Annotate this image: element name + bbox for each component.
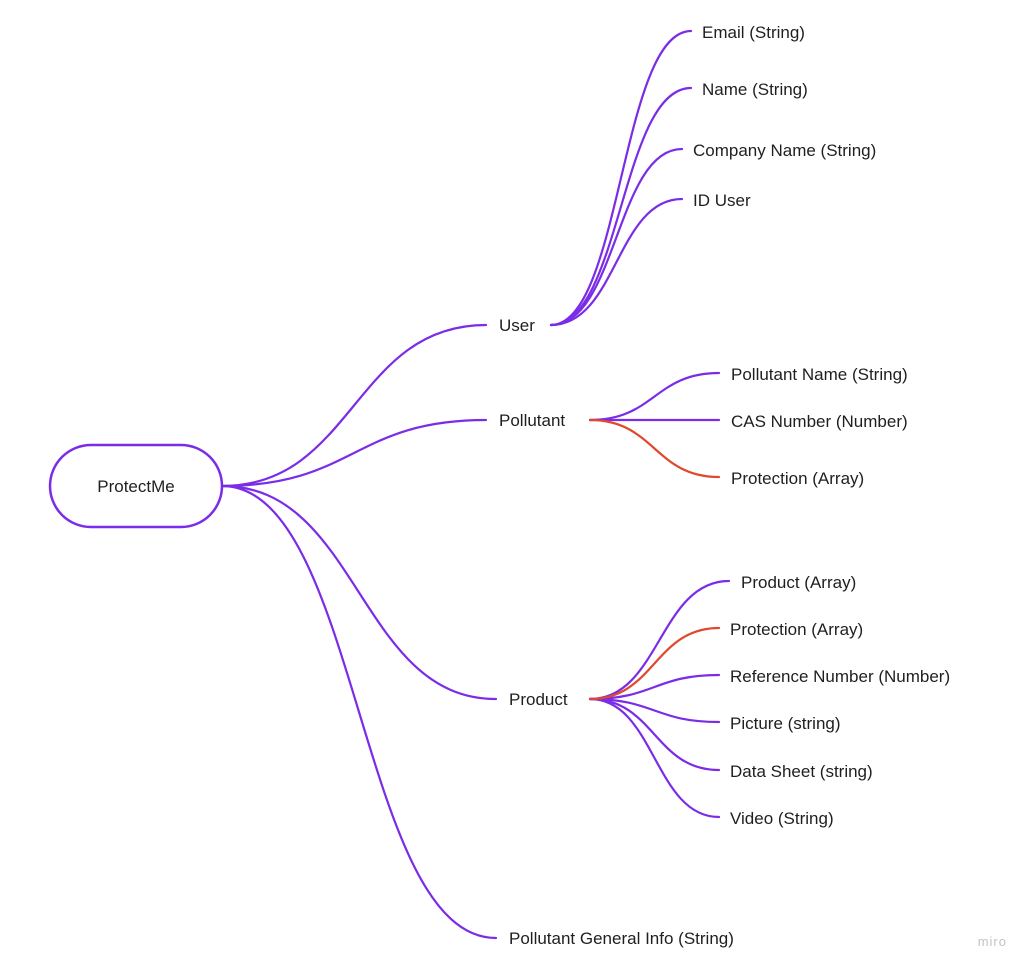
leaf-node-user-company-name-string[interactable]: Company Name (String) [693, 141, 876, 160]
edge-pollutant-pollutant-name-string [588, 371, 721, 422]
leaf-node-user-id-user[interactable]: ID User [693, 191, 751, 210]
edge-pollutant-protection-array [588, 418, 721, 479]
leaf-node-pollutant-protection-array[interactable]: Protection (Array) [731, 469, 864, 488]
edge-user-email-string [549, 29, 693, 327]
edge-product-protection-array [588, 626, 721, 701]
edge-user-id-user [549, 197, 684, 327]
root-node-pill [48, 443, 224, 529]
mind-map-edges [220, 29, 731, 940]
edge-root-product [220, 484, 498, 701]
edge-product-reference-number-number [588, 673, 721, 701]
leaf-node-product-reference-number-number[interactable]: Reference Number (Number) [730, 667, 950, 686]
miro-watermark: miro [977, 934, 1007, 949]
edge-root-user [220, 323, 488, 488]
edge-root-pollutant-general-info-string [220, 484, 498, 940]
edge-product-data-sheet-string [588, 697, 721, 772]
edge-user-name-string [549, 86, 693, 327]
edge-root-pollutant [220, 418, 488, 488]
edge-product-video-string [588, 697, 721, 819]
leaf-node-product-product-array[interactable]: Product (Array) [741, 573, 856, 592]
leaf-node-user-name-string[interactable]: Name (String) [702, 80, 808, 99]
edge-user-company-name-string [549, 147, 684, 327]
leaf-node-pollutant-cas-number-number[interactable]: CAS Number (Number) [731, 412, 908, 431]
edge-product-product-array [588, 579, 731, 701]
mind-map-nodes: ProtectMe User Email (String) Name (String… [48, 23, 950, 948]
branch-node-user[interactable]: User [499, 316, 535, 335]
branch-node-pollutant-general-info-string[interactable]: Pollutant General Info (String) [509, 929, 734, 948]
branch-node-product[interactable]: Product [509, 690, 568, 709]
root-node-label: ProtectMe [97, 477, 174, 496]
leaf-node-pollutant-pollutant-name-string[interactable]: Pollutant Name (String) [731, 365, 908, 384]
leaf-node-user-email-string[interactable]: Email (String) [702, 23, 805, 42]
leaf-node-product-protection-array[interactable]: Protection (Array) [730, 620, 863, 639]
edge-product-picture-string [588, 697, 721, 724]
root-node[interactable]: ProtectMe [48, 443, 224, 529]
branch-node-pollutant[interactable]: Pollutant [499, 411, 565, 430]
leaf-node-product-video-string[interactable]: Video (String) [730, 809, 834, 828]
leaf-node-product-data-sheet-string[interactable]: Data Sheet (string) [730, 762, 873, 781]
leaf-node-product-picture-string[interactable]: Picture (string) [730, 714, 841, 733]
